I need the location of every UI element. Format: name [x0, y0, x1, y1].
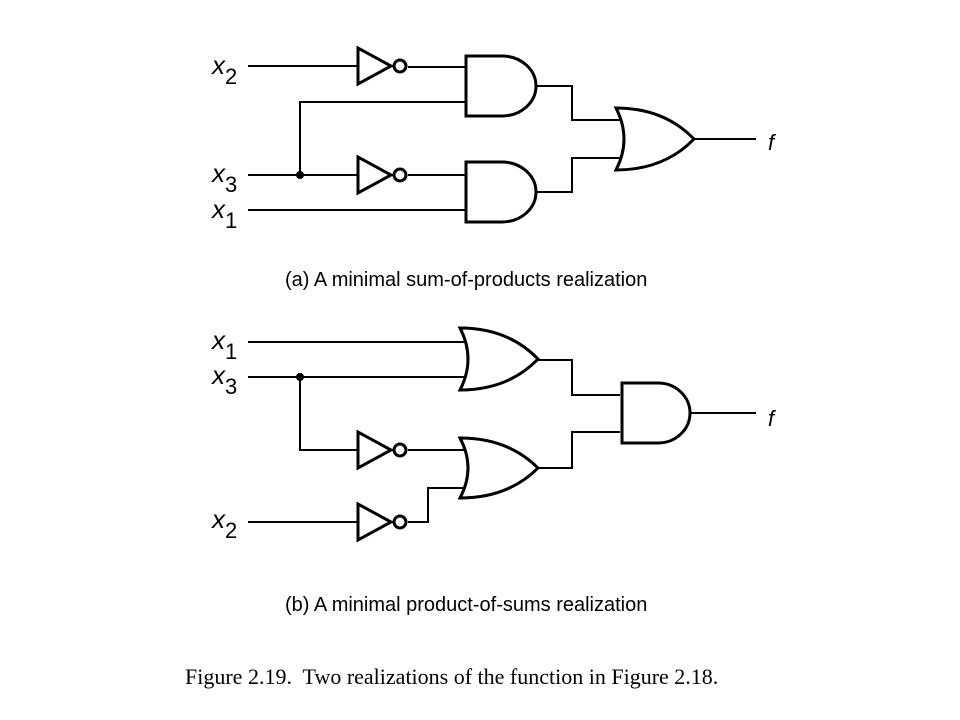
circuit-a: x2 x3 x1 f (a) A minima	[210, 45, 777, 291]
and-gate-a-1	[464, 54, 538, 118]
output-label-b: f	[768, 406, 777, 431]
and-gate-a-2	[464, 160, 538, 224]
or-gate-b-2	[457, 436, 541, 500]
input-label-a-2: x3	[210, 158, 237, 197]
or-gate-a	[613, 106, 697, 172]
not-gate-a-2	[356, 154, 408, 196]
junction-dot-a	[296, 171, 304, 179]
and-gate-b	[620, 381, 692, 445]
not-gate-b-2	[356, 501, 408, 543]
wires-b	[248, 341, 756, 523]
figure-caption: Figure 2.19. Two realizations of the fun…	[185, 664, 718, 689]
output-label-a: f	[768, 130, 777, 155]
input-label-b-3: x2	[210, 504, 237, 543]
caption-a: (a) A minimal sum-of-products realizatio…	[285, 269, 647, 291]
not-gate-b-1	[356, 429, 408, 471]
circuit-b: x1 x3 x2 f (b) A minimal product-of-sums	[210, 325, 777, 616]
input-label-b-2: x3	[210, 360, 237, 399]
input-label-a-3: x1	[210, 194, 237, 233]
caption-b: (b) A minimal product-of-sums realizatio…	[285, 594, 647, 616]
input-label-b-1: x1	[210, 325, 237, 364]
or-gate-b-1	[457, 326, 541, 392]
junction-dot-b	[296, 373, 304, 381]
not-gate-a-1	[356, 45, 408, 87]
input-label-a-1: x2	[210, 50, 237, 89]
